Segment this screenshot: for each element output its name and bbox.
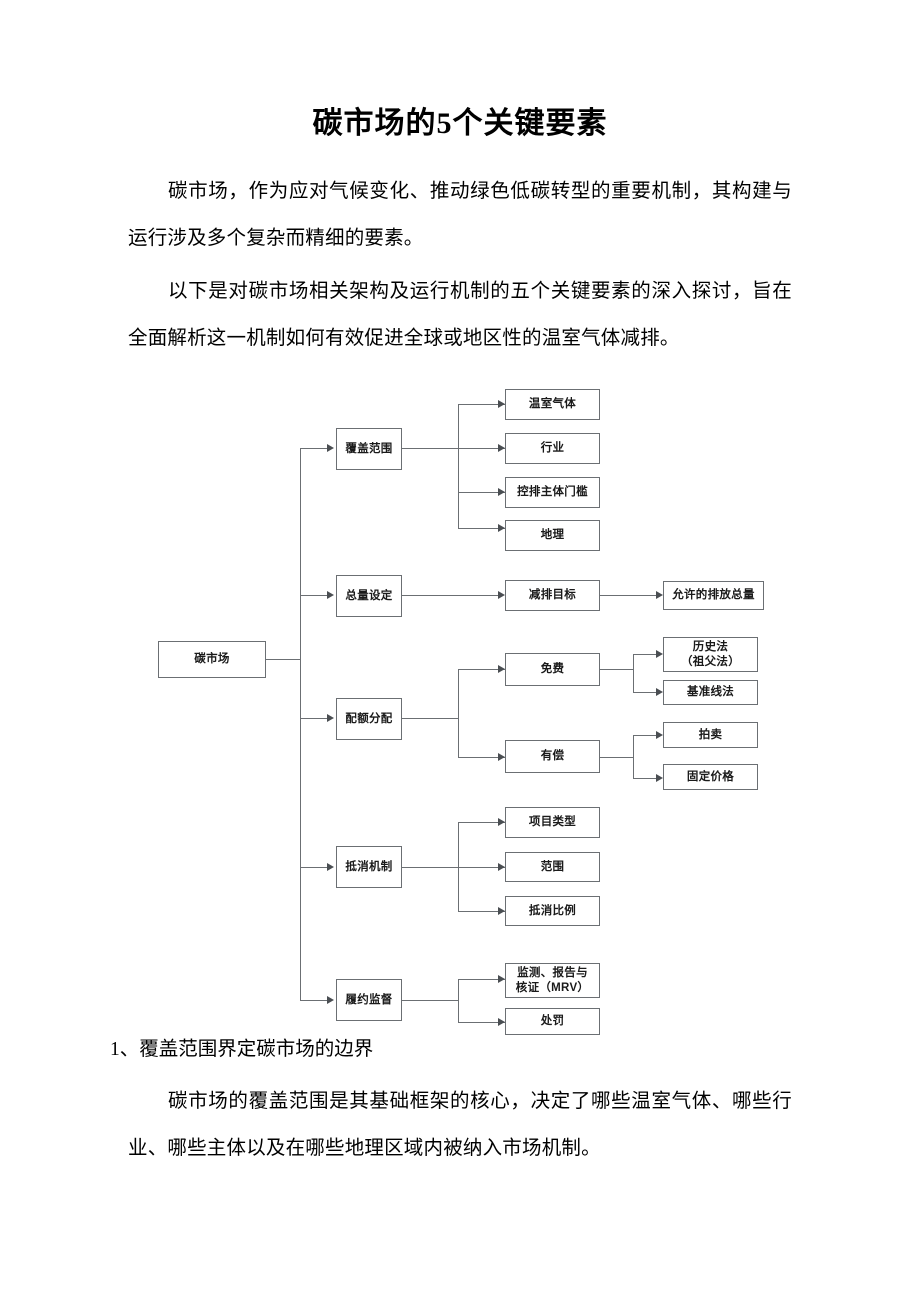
arrow-paid-allocation: [498, 753, 505, 761]
diagram-node-historical-method[interactable]: 历史法 （祖父法）: [663, 637, 758, 672]
diagram-node-entity-threshold[interactable]: 控排主体门槛: [505, 477, 600, 508]
arrow-fixed-price: [656, 774, 663, 782]
connector-branch-3-stem: [402, 718, 458, 720]
diagram-node-auction[interactable]: 拍卖: [663, 722, 758, 748]
page-title: 碳市场的5个关键要素: [312, 107, 608, 140]
connector-spine-to-branch-2: [300, 595, 327, 597]
diagram-node-branch-2[interactable]: 总量设定: [336, 575, 402, 617]
connector-spine-to-branch-1: [300, 448, 327, 450]
diagram-node-scope[interactable]: 范围: [505, 852, 600, 882]
connector-root-to-spine: [266, 659, 301, 661]
connector-branch-1-child-1: [458, 404, 505, 406]
diagram-node-benchmark-method[interactable]: 基准线法: [663, 680, 758, 705]
arrow-mrv: [498, 975, 505, 983]
diagram-node-offset-ratio[interactable]: 抵消比例: [505, 896, 600, 926]
connector-branch-4-bus: [458, 822, 460, 911]
arrow-branch-4: [327, 863, 334, 871]
connector-branch-5-stem: [402, 1000, 458, 1002]
connector-branch-1-child-4: [458, 528, 505, 530]
connector-reduction-target-stem: [600, 595, 656, 597]
arrow-penalty: [498, 1018, 505, 1026]
arrow-branch-2: [327, 591, 334, 599]
diagram-node-branch-4[interactable]: 抵消机制: [336, 846, 402, 888]
connector-branch-4-stem: [402, 867, 505, 869]
connector-spine-to-branch-5: [300, 1000, 327, 1002]
diagram-node-industry[interactable]: 行业: [505, 433, 600, 464]
diagram-node-fixed-price[interactable]: 固定价格: [663, 764, 758, 790]
arrow-branch-1-child-2: [498, 444, 505, 452]
arrow-auction: [656, 731, 663, 739]
connector-paid-child-1: [633, 735, 656, 737]
arrow-branch-1-child-3: [498, 488, 505, 496]
diagram-node-geography[interactable]: 地理: [505, 520, 600, 551]
section-heading: 1、覆盖范围界定碳市场的边界: [110, 1039, 374, 1060]
diagram-node-mrv[interactable]: 监测、报告与 核证（MRV）: [505, 963, 600, 998]
connector-branch-3-bus: [458, 669, 460, 757]
connector-branch-5-bus: [458, 979, 460, 1022]
arrow-branch-1-child-4: [498, 524, 505, 532]
connector-branch-1-bus: [458, 404, 460, 528]
diagram-node-branch-3[interactable]: 配额分配: [336, 698, 402, 740]
connector-branch-4-child-3: [458, 911, 505, 913]
connector-branch-4-child-1: [458, 822, 505, 824]
connector-paid-bus: [633, 735, 635, 778]
connector-spine-to-branch-3: [300, 718, 327, 720]
connector-free-stem: [600, 669, 634, 671]
connector-branch-5-child-1: [458, 979, 505, 981]
arrow-branch-1-child-1: [498, 400, 505, 408]
diagram-node-branch-1[interactable]: 覆盖范围: [336, 428, 402, 470]
connector-spine-to-branch-4: [300, 867, 327, 869]
connector-spine: [300, 448, 302, 1001]
diagram-node-reduction-target[interactable]: 减排目标: [505, 580, 600, 611]
connector-branch-3-child-free: [458, 669, 505, 671]
diagram-node-penalty[interactable]: 处罚: [505, 1008, 600, 1035]
arrow-scope: [498, 863, 505, 871]
connector-branch-1-child-3: [458, 492, 505, 494]
arrow-branch-5: [327, 996, 334, 1004]
connector-paid-child-2: [633, 778, 656, 780]
diagram-node-free-allocation[interactable]: 免费: [505, 653, 600, 686]
arrow-benchmark-method: [656, 688, 663, 696]
diagram-node-paid-allocation[interactable]: 有偿: [505, 740, 600, 773]
connector-free-child-2: [633, 692, 656, 694]
connector-branch-1-stem: [402, 448, 505, 450]
diagram-node-branch-5[interactable]: 履约监督: [336, 979, 402, 1021]
arrow-branch-2-child-1: [498, 591, 505, 599]
diagram-node-allowed-total-emissions[interactable]: 允许的排放总量: [663, 581, 764, 610]
diagram-node-root[interactable]: 碳市场: [158, 641, 266, 678]
arrow-branch-1: [327, 444, 334, 452]
section-paragraph: 碳市场的覆盖范围是其基础框架的核心，决定了哪些温室气体、哪些行业、哪些主体以及在…: [128, 1091, 792, 1159]
connector-branch-5-child-2: [458, 1022, 505, 1024]
connector-paid-stem: [600, 757, 634, 759]
arrow-free-allocation: [498, 665, 505, 673]
arrow-historical-method: [656, 650, 663, 658]
diagram-node-project-type[interactable]: 项目类型: [505, 807, 600, 838]
arrow-branch-3: [327, 714, 334, 722]
connector-branch-2-stem: [402, 595, 498, 597]
connector-free-child-1: [633, 654, 656, 656]
arrow-offset-ratio: [498, 907, 505, 915]
arrow-project-type: [498, 818, 505, 826]
diagram-node-greenhouse-gas[interactable]: 温室气体: [505, 389, 600, 420]
connector-free-bus: [633, 654, 635, 692]
intro-paragraph-2: 以下是对碳市场相关架构及运行机制的五个关键要素的深入探讨，旨在全面解析这一机制如…: [128, 281, 792, 349]
arrow-allowed-total: [656, 591, 663, 599]
intro-paragraph-1: 碳市场，作为应对气候变化、推动绿色低碳转型的重要机制，其构建与运行涉及多个复杂而…: [128, 181, 792, 249]
connector-branch-3-child-paid: [458, 757, 505, 759]
